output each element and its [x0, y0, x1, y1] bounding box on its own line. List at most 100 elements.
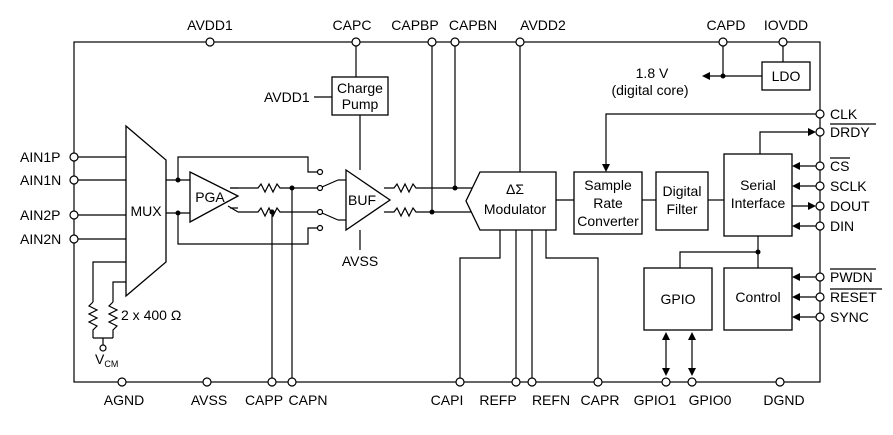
pin-capbp [427, 37, 437, 47]
pga-block [189, 170, 240, 224]
serial-label-1: Serial [740, 177, 776, 193]
arrow-dout [808, 202, 816, 210]
resistor-pga-p [238, 182, 318, 194]
wire-capi [459, 230, 501, 378]
serial-label-2: Interface [731, 195, 786, 211]
pin-label-gpio0: GPIO0 [689, 392, 732, 408]
pin-label-clk: CLK [830, 106, 858, 122]
junction-capbp [429, 209, 435, 215]
buf-supply-label: AVSS [342, 253, 378, 269]
charge-pump-label-2: Pump [342, 96, 379, 112]
switch-arm-p [321, 179, 339, 188]
mux-label: MUX [130, 203, 162, 219]
pin-din [815, 221, 825, 231]
pin-sclk [815, 181, 825, 191]
pga-label: PGA [195, 189, 225, 205]
control-label: Control [735, 289, 780, 305]
filter-label-1: Digital [663, 183, 702, 199]
src-label-3: Converter [577, 213, 639, 229]
pin-label-capp: CAPP [245, 392, 283, 408]
src-label-2: Rate [593, 195, 623, 211]
resistor-vcm-2 [107, 301, 119, 338]
pin-label-capbn: CAPBN [449, 17, 497, 33]
resistor-buf-n [384, 206, 480, 218]
pin-label-drdy: DRDY [830, 124, 870, 140]
charge-pump-label-1: Charge [337, 80, 383, 96]
pin-label-capd: CAPD [707, 17, 746, 33]
pin-capi [455, 377, 465, 387]
pin-label-gpio1: GPIO1 [634, 392, 677, 408]
gpio-block [643, 267, 713, 331]
arrow-pwdn [792, 273, 800, 281]
pin-reset [815, 292, 825, 302]
junction-capd [720, 73, 726, 79]
pin-avdd2 [515, 37, 525, 47]
pin-capbn [450, 37, 460, 47]
buf-label: BUF [348, 192, 376, 208]
pin-label-ain1p: AIN1P [20, 149, 60, 165]
pin-gpio1 [661, 377, 671, 387]
filter-block [655, 171, 709, 231]
pin-label-capi: CAPI [431, 392, 464, 408]
pin-label-avdd2: AVDD2 [520, 17, 566, 33]
pin-drdy [815, 127, 825, 137]
wire-clk [605, 113, 816, 166]
filter-label-2: Filter [666, 201, 697, 217]
wire-vcm-left [92, 261, 126, 302]
arrow-sclk [792, 182, 800, 190]
wire-vcm-right [112, 281, 126, 302]
pin-label-reset: RESET [830, 289, 877, 305]
pin-label-iovdd: IOVDD [764, 17, 808, 33]
arrow-drdy [808, 128, 816, 136]
wire-pga-join-n [227, 205, 239, 213]
pin-label-capr: CAPR [581, 392, 620, 408]
arrow-sync [792, 313, 800, 321]
resistor-pga-n [238, 206, 318, 218]
modulator-label-1: ΔΣ [506, 181, 524, 197]
arrow-core [702, 72, 710, 80]
pin-avss [202, 377, 212, 387]
wire-bypass-p [177, 156, 318, 180]
pin-ain2p [69, 210, 79, 220]
pin-label-cs: CS [830, 158, 849, 174]
arrow-gpio0-down [688, 368, 696, 376]
pin-label-avss: AVSS [191, 392, 227, 408]
switch-contact-p1 [316, 168, 324, 176]
pin-agnd [117, 377, 127, 387]
pin-pwdn [815, 272, 825, 282]
ldo-label: LDO [772, 68, 801, 84]
pin-label-sync: SYNC [830, 309, 869, 325]
pin-label-capn: CAPN [289, 392, 328, 408]
wire-bypass-n [177, 213, 318, 245]
pin-refp [511, 377, 521, 387]
pin-cs [815, 161, 825, 171]
pin-label-din: DIN [830, 218, 854, 234]
pin-iovdd [778, 37, 788, 47]
charge-pump-supply-label: AVDD1 [264, 89, 310, 105]
pin-ain1n [69, 175, 79, 185]
arrow-din [792, 222, 800, 230]
arrow-reset [792, 293, 800, 301]
pin-label-ain2n: AIN2N [20, 231, 61, 247]
mux-block [125, 124, 167, 298]
pin-label-capbp: CAPBP [391, 17, 438, 33]
serial-interface-block [723, 153, 793, 237]
pin-ain1p [69, 152, 79, 162]
junction-serial-bus [755, 249, 761, 255]
pin-label-ain2p: AIN2P [20, 207, 60, 223]
modulator-block [465, 171, 557, 231]
pin-dout [815, 201, 825, 211]
pin-capc [351, 37, 361, 47]
pin-capd [718, 37, 728, 47]
pin-avdd1 [205, 37, 215, 47]
pin-capr [593, 377, 603, 387]
pin-clk [815, 109, 825, 119]
arrow-gpio1-up [662, 332, 670, 340]
control-block [723, 267, 793, 331]
pin-refn [527, 377, 537, 387]
resistor-buf-p [384, 182, 480, 194]
src-label-1: Sample [584, 177, 632, 193]
ldo-block [761, 61, 811, 91]
